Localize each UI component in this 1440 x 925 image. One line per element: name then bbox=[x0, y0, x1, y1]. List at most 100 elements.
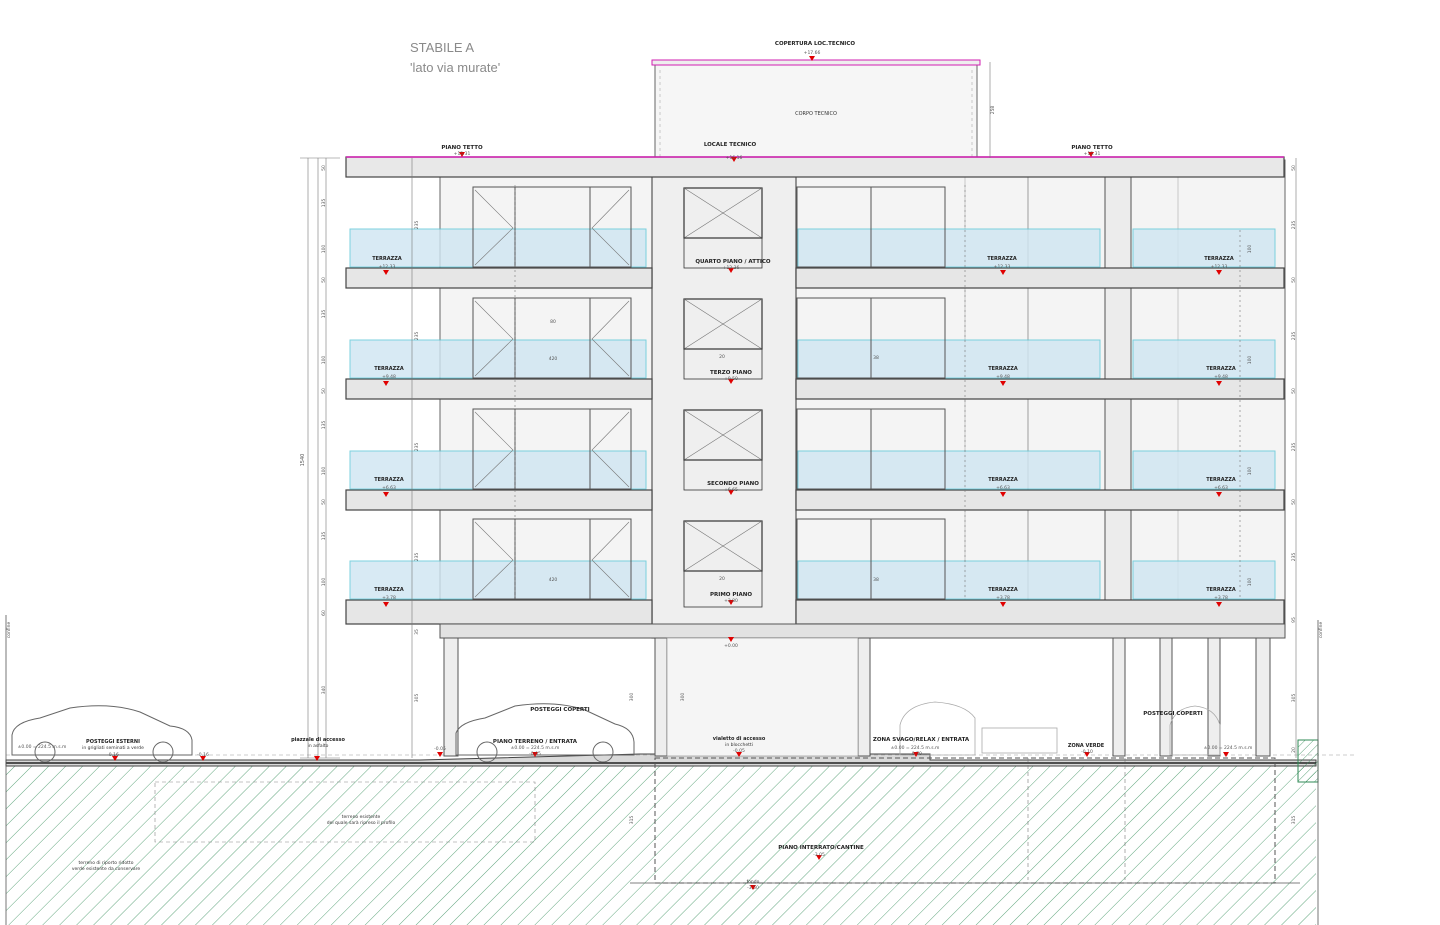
dim-315: 315 bbox=[629, 816, 635, 825]
dim-235: 235 bbox=[414, 332, 420, 341]
sub-vialetto: in blocchetti bbox=[725, 742, 753, 748]
terrace-label: TERRAZZA bbox=[372, 256, 402, 262]
dim-50: 50 bbox=[1291, 499, 1297, 505]
elev-floor2: +6.65 bbox=[724, 487, 738, 493]
terrace-elev: +3.78 bbox=[1214, 595, 1228, 601]
label-floor4: QUARTO PIANO / ATTICO bbox=[695, 259, 771, 265]
dim-60: 60 bbox=[321, 610, 327, 616]
car-right bbox=[899, 701, 1221, 756]
elev2-zona-svago: -0.70 bbox=[910, 751, 922, 757]
dim-50: 50 bbox=[321, 499, 327, 505]
terrace-elev: +3.78 bbox=[996, 595, 1010, 601]
terrace-label: TERRAZZA bbox=[1206, 477, 1236, 483]
dim-50: 50 bbox=[321, 277, 327, 283]
dim-50: 50 bbox=[321, 165, 327, 171]
label-confine-left: confine bbox=[6, 622, 12, 639]
dim-420: 420 bbox=[549, 356, 558, 362]
dimension-lines bbox=[300, 62, 1297, 759]
dim-100: 100 bbox=[1247, 578, 1253, 587]
technical-body bbox=[651, 59, 981, 159]
labels: COPERTURA LOC.TECNICO +17.66 CORPO TECNI… bbox=[6, 41, 1324, 891]
note-left-2: verde esistente da conservare bbox=[72, 866, 141, 872]
note-mid-2: del quale sarà ripreso il profilo bbox=[327, 819, 396, 826]
elev-floor1: +3.80 bbox=[724, 598, 738, 604]
elev-fondo: -3.50 bbox=[747, 885, 759, 891]
dim-235: 235 bbox=[1291, 553, 1297, 562]
elev-zona-svago: ±0.00 = 224.5 m.s.m bbox=[891, 745, 940, 751]
dim-20: 20 bbox=[1291, 747, 1297, 753]
terrace-elev: +12.33 bbox=[1211, 264, 1228, 270]
pilotis bbox=[443, 637, 1271, 757]
elev-floor4: +12.36 bbox=[723, 265, 740, 271]
dim-135: 135 bbox=[321, 199, 327, 208]
label-roof-right: PIANO TETTO bbox=[1071, 145, 1113, 151]
elev-zona-verde: -0.10 bbox=[1081, 749, 1093, 755]
glass-balustrades bbox=[349, 228, 1276, 600]
label-posteggi-coperti-right: POSTEGGI COPERTI bbox=[1143, 711, 1202, 717]
terrace-label: TERRAZZA bbox=[374, 477, 404, 483]
elev-basement: -3.05 bbox=[813, 852, 825, 858]
terrace-label: TERRAZZA bbox=[1206, 587, 1236, 593]
label-posteggi-coperti-left: POSTEGGI COPERTI bbox=[530, 707, 589, 713]
roof-slab bbox=[345, 156, 1285, 178]
dim-100: 100 bbox=[1247, 245, 1253, 254]
basement-outline bbox=[154, 757, 1300, 884]
drawing-subtitle: 'lato via murate' bbox=[410, 60, 501, 75]
dim-95: 95 bbox=[1291, 617, 1297, 623]
label-basement: PIANO INTERRATO/CANTINE bbox=[778, 845, 864, 851]
label-floor2: SECONDO PIANO bbox=[707, 481, 759, 487]
elev-roof-tech: +17.66 bbox=[804, 50, 821, 56]
terrace-elev: +3.78 bbox=[382, 595, 396, 601]
terrace-label: TERRAZZA bbox=[988, 366, 1018, 372]
dim-total: 1540 bbox=[300, 454, 306, 467]
elev2-piano-terreno: -0.05 bbox=[529, 751, 541, 757]
label-zona-svago: ZONA SVAGO/RELAX / ENTRATA bbox=[873, 737, 970, 743]
dim-100: 100 bbox=[321, 356, 327, 365]
terrace-elev: +12.33 bbox=[379, 264, 396, 270]
floor-slabs bbox=[345, 267, 1286, 639]
label-roof-left: PIANO TETTO bbox=[441, 145, 483, 151]
dim-235: 235 bbox=[414, 221, 420, 230]
dim-20: 20 bbox=[719, 354, 725, 360]
label-roof-tech: COPERTURA LOC.TECNICO bbox=[775, 41, 855, 47]
label-floor3: TERZO PIANO bbox=[710, 370, 752, 376]
terrace-label: TERRAZZA bbox=[1206, 366, 1236, 372]
elev-roof-right: +15.31 bbox=[1084, 151, 1101, 157]
dim-300: 300 bbox=[680, 693, 686, 702]
dim-50: 50 bbox=[321, 388, 327, 394]
dim-235: 235 bbox=[414, 443, 420, 452]
terrace-elev: +9.48 bbox=[1214, 374, 1228, 380]
dim-100: 100 bbox=[1247, 467, 1253, 476]
elev-roof-left: +15.31 bbox=[454, 151, 471, 157]
dim-50: 50 bbox=[1291, 165, 1297, 171]
elev-piazzale: -0.05 bbox=[434, 746, 446, 752]
dim-38: 38 bbox=[873, 355, 879, 361]
dim-235: 235 bbox=[1291, 443, 1297, 452]
dim-420: 420 bbox=[549, 577, 558, 583]
label-floor1: PRIMO PIANO bbox=[710, 592, 752, 598]
label-piano-terreno: PIANO TERRENO / ENTRATA bbox=[493, 739, 578, 745]
dim-20: 20 bbox=[719, 576, 725, 582]
sub-posteggi-esterni: in grigliati seminati a verde bbox=[82, 745, 144, 751]
note-mid: terreno esistente bbox=[342, 814, 381, 820]
elev-posteggi-coperti-right: ±0.00 = 224.5 m.s.m bbox=[1204, 745, 1253, 751]
terrace-elev: +12.33 bbox=[994, 264, 1011, 270]
label-tech-room: LOCALE TECNICO bbox=[704, 142, 757, 148]
dim-35: 35 bbox=[414, 629, 420, 635]
terrace-label: TERRAZZA bbox=[374, 587, 404, 593]
dim-100: 100 bbox=[321, 578, 327, 587]
car-center bbox=[455, 703, 635, 763]
dim-340: 340 bbox=[321, 686, 327, 695]
level-markers bbox=[112, 56, 1229, 890]
terrace-label: TERRAZZA bbox=[988, 587, 1018, 593]
dim-305: 305 bbox=[414, 694, 420, 703]
dim-315: 315 bbox=[1291, 816, 1297, 825]
elev-floor3: +9.50 bbox=[724, 376, 738, 382]
dim-300: 300 bbox=[629, 693, 635, 702]
terrain bbox=[5, 615, 1356, 925]
dim-50: 50 bbox=[1291, 388, 1297, 394]
windows-core bbox=[683, 187, 763, 608]
label-piazzale: piazzale di accesso bbox=[291, 737, 345, 743]
dim-305: 305 bbox=[1291, 694, 1297, 703]
label-posteggi-esterni: POSTEGGI ESTERNI bbox=[86, 739, 140, 745]
